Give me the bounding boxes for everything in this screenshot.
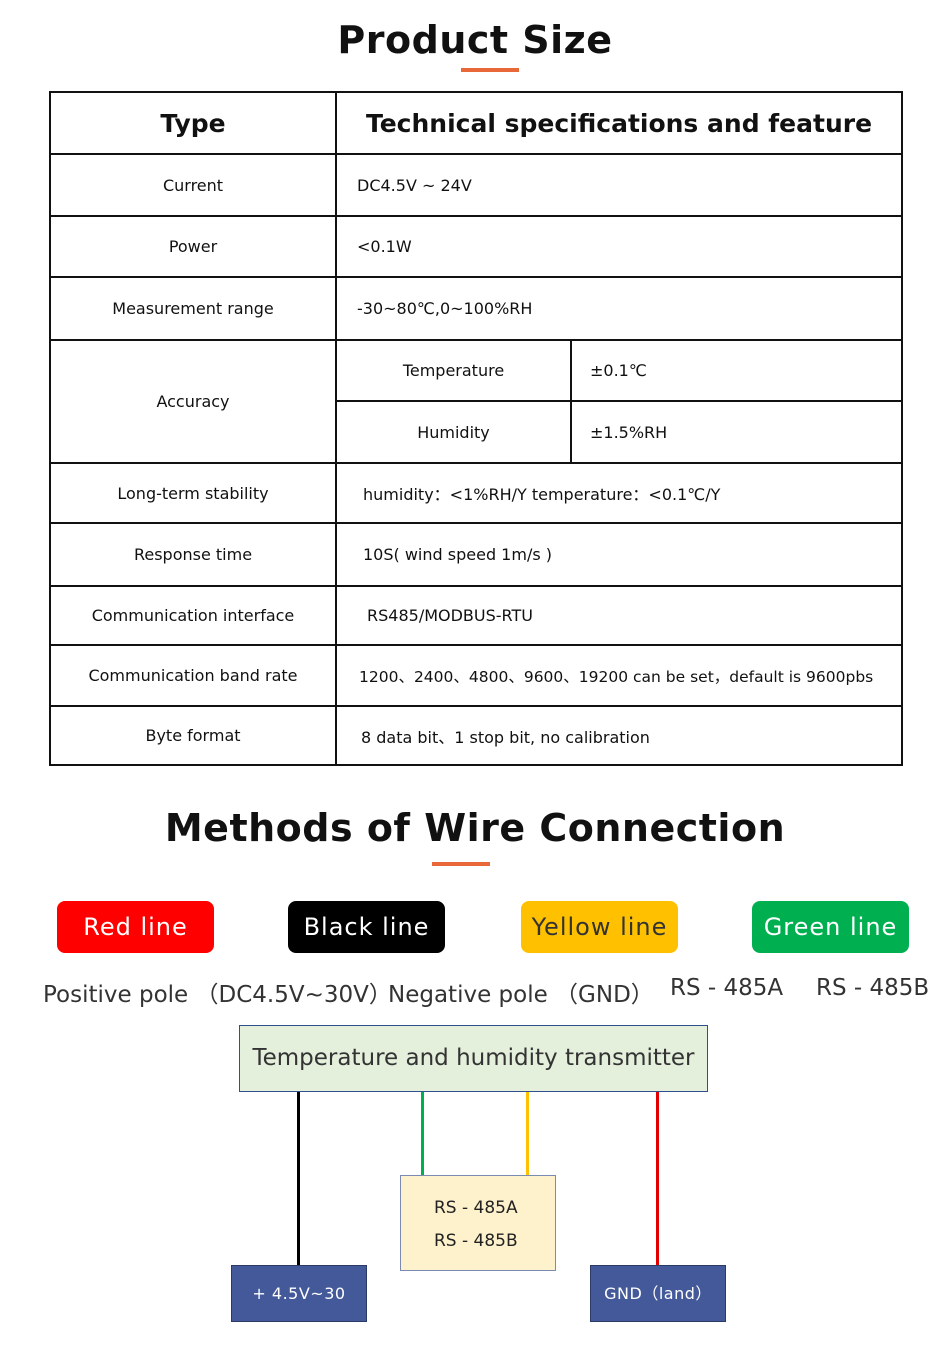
red-wire [656, 1092, 659, 1265]
red-line-pill: Red line [57, 901, 214, 953]
header-spec: Technical specifications and feature [335, 91, 903, 155]
row-value: 1200、2400、4800、9600、19200 can be set，def… [335, 644, 903, 707]
table-header-row: Type Technical specifications and featur… [49, 91, 903, 155]
temperature-label: Temperature [335, 339, 572, 402]
product-size-title: Product Size [337, 18, 613, 62]
row-type: Current [49, 153, 337, 217]
black-line-pill: Black line [288, 901, 445, 953]
yellow-wire [526, 1092, 529, 1175]
table-row: Communication interface RS485/MODBUS-RTU [49, 585, 903, 646]
table-row: Communication band rate 1200、2400、4800、9… [49, 644, 903, 707]
accuracy-label: Accuracy [49, 339, 337, 464]
table-row: Current DC4.5V ~ 24V [49, 153, 903, 217]
row-value: 8 data bit、1 stop bit, no calibration [335, 705, 903, 766]
humidity-value: ±1.5%RH [570, 400, 903, 464]
black-wire [297, 1092, 300, 1265]
row-value: 10S( wind speed 1m/s ) [335, 522, 903, 587]
row-value: <0.1W [335, 215, 903, 278]
title-underline [432, 862, 490, 866]
wire-connection-title: Methods of Wire Connection [164, 806, 786, 850]
row-type: Communication interface [49, 585, 337, 646]
row-value: DC4.5V ~ 24V [335, 153, 903, 217]
table-row: Long-term stability humidity：<1%RH/Y tem… [49, 462, 903, 524]
table-row: Byte format 8 data bit、1 stop bit, no ca… [49, 705, 903, 766]
positive-box: + 4.5V~30 [231, 1265, 367, 1322]
table-row: Response time 10S( wind speed 1m/s ) [49, 522, 903, 587]
rs485b-text: RS - 485B [434, 1231, 518, 1251]
transmitter-box: Temperature and humidity transmitter [239, 1025, 708, 1092]
row-type: Communication band rate [49, 644, 337, 707]
rs485a-label: RS - 485A [670, 975, 784, 1001]
rs485a-text: RS - 485A [434, 1198, 518, 1218]
header-type: Type [49, 91, 337, 155]
row-type: Response time [49, 522, 337, 587]
green-wire [421, 1092, 424, 1175]
row-type: Measurement range [49, 276, 337, 341]
gnd-box: GND（land） [590, 1265, 726, 1322]
rs485b-label: RS - 485B [816, 975, 930, 1001]
table-row-accuracy: Accuracy Temperature ±0.1℃ [49, 339, 903, 464]
spec-table: Type Technical specifications and featur… [49, 91, 903, 766]
row-type: Long-term stability [49, 462, 337, 524]
rs485-box: RS - 485A RS - 485B [400, 1175, 556, 1271]
table-row: Measurement range -30~80℃,0~100%RH [49, 276, 903, 341]
row-type: Byte format [49, 705, 337, 766]
row-type: Power [49, 215, 337, 278]
row-value: -30~80℃,0~100%RH [335, 276, 903, 341]
yellow-line-pill: Yellow line [521, 901, 678, 953]
table-row-accuracy-humidity: Humidity ±1.5%RH [50, 400, 903, 464]
title-underline [461, 68, 519, 72]
green-line-pill: Green line [752, 901, 909, 953]
row-value: RS485/MODBUS-RTU [335, 585, 903, 646]
humidity-label: Humidity [335, 400, 572, 464]
row-value: humidity：<1%RH/Y temperature：<0.1℃/Y [335, 462, 903, 524]
temperature-value: ±0.1℃ [570, 339, 903, 402]
positive-pole-label: Positive pole （DC4.5V~30V） [43, 982, 392, 1008]
negative-pole-label: Negative pole （GND） [388, 982, 654, 1008]
table-row: Power <0.1W [49, 215, 903, 278]
